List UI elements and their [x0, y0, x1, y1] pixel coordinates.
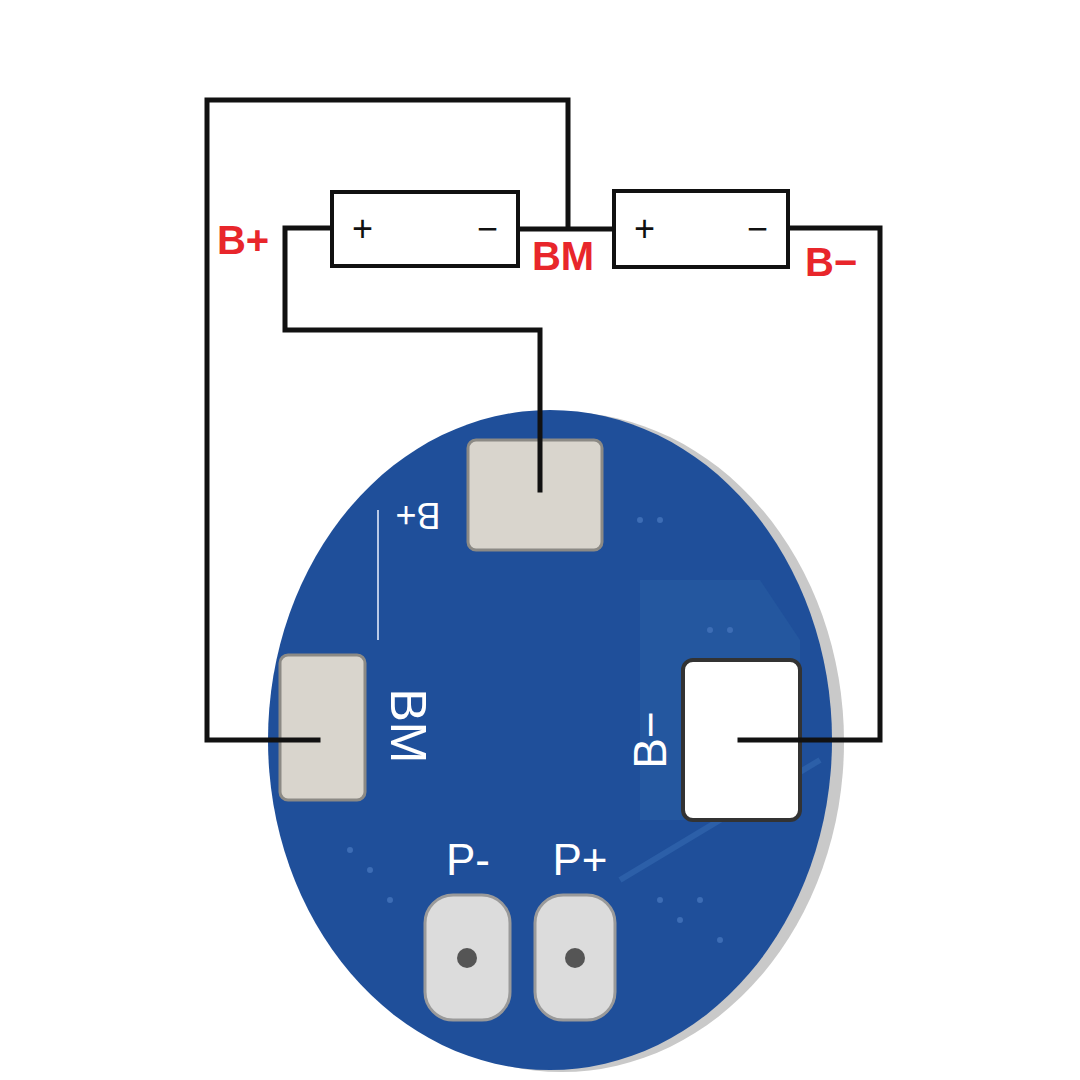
battery-cell: +−: [612, 189, 790, 269]
wires: [207, 100, 880, 740]
vias: [347, 517, 733, 943]
terminal-label: B+: [217, 220, 269, 260]
pad-hole: [565, 948, 585, 968]
series-wire: [520, 227, 612, 232]
pad-hole: [457, 948, 477, 968]
minus-terminal-mark: −: [747, 211, 768, 247]
terminal-label: B−: [805, 242, 857, 282]
silkscreen-line: [377, 510, 379, 640]
minus-terminal-mark: −: [477, 211, 498, 247]
plus-terminal-mark: +: [352, 211, 373, 247]
pad-bm: [280, 655, 365, 800]
silkscreen-label: B−: [627, 711, 673, 769]
pin-label: P+: [552, 838, 607, 882]
plus-terminal-mark: +: [634, 211, 655, 247]
pad-b-plus: [468, 440, 602, 550]
terminal-label: BM: [532, 236, 594, 276]
copper-area: [640, 580, 800, 820]
silkscreen-label: BM: [383, 689, 433, 764]
pad-p-plus: [535, 895, 615, 1020]
silkscreen-label: B+: [395, 497, 440, 533]
pin-label: P-: [446, 838, 490, 882]
pad-p-minus: [425, 895, 510, 1020]
battery-cell: +−: [330, 190, 520, 268]
